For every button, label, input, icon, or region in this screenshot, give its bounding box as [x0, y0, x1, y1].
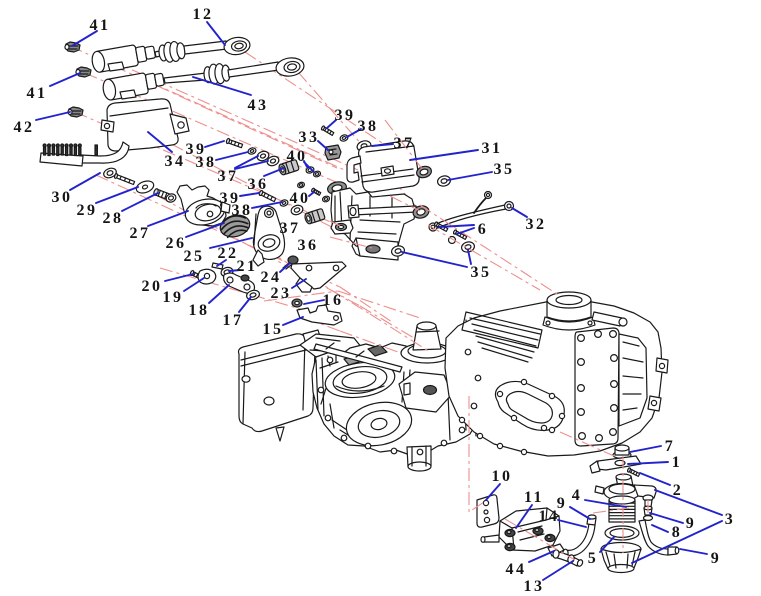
svg-text:20: 20	[142, 278, 163, 295]
svg-text:9: 9	[711, 550, 722, 567]
svg-text:4: 4	[572, 487, 583, 504]
svg-text:27: 27	[130, 225, 151, 242]
svg-text:35: 35	[471, 264, 492, 281]
svg-text:28: 28	[103, 210, 124, 227]
svg-text:38: 38	[358, 118, 379, 135]
svg-text:17: 17	[223, 312, 244, 329]
svg-text:3: 3	[725, 511, 736, 528]
svg-text:12: 12	[193, 6, 214, 23]
svg-text:41: 41	[90, 17, 111, 34]
svg-text:37: 37	[218, 168, 239, 185]
svg-text:37: 37	[280, 220, 301, 237]
svg-text:21: 21	[237, 258, 258, 275]
svg-text:38: 38	[232, 202, 253, 219]
svg-text:24: 24	[261, 269, 282, 286]
svg-text:37: 37	[394, 135, 415, 152]
svg-text:5: 5	[588, 550, 599, 567]
svg-text:29: 29	[77, 202, 98, 219]
svg-text:7: 7	[665, 438, 676, 455]
svg-text:22: 22	[218, 245, 239, 262]
svg-text:39: 39	[335, 107, 356, 124]
svg-text:43: 43	[248, 97, 269, 114]
svg-text:18: 18	[189, 302, 210, 319]
svg-text:30: 30	[52, 189, 73, 206]
svg-text:39: 39	[186, 141, 207, 158]
svg-text:36: 36	[298, 237, 319, 254]
svg-text:41: 41	[27, 85, 48, 102]
svg-text:32: 32	[526, 216, 547, 233]
svg-text:13: 13	[524, 578, 545, 595]
svg-text:40: 40	[290, 190, 311, 207]
svg-text:34: 34	[165, 153, 186, 170]
svg-text:14: 14	[539, 508, 560, 525]
svg-text:38: 38	[196, 154, 217, 171]
svg-text:19: 19	[163, 289, 184, 306]
svg-text:36: 36	[248, 176, 269, 193]
svg-text:11: 11	[524, 489, 544, 506]
svg-text:23: 23	[271, 285, 292, 302]
svg-text:42: 42	[14, 119, 35, 136]
svg-text:31: 31	[482, 140, 503, 157]
svg-text:26: 26	[166, 235, 187, 252]
svg-text:6: 6	[478, 221, 489, 238]
svg-text:44: 44	[506, 561, 527, 578]
svg-text:35: 35	[494, 161, 515, 178]
svg-text:9: 9	[557, 495, 568, 512]
svg-text:16: 16	[323, 292, 344, 309]
svg-text:39: 39	[220, 190, 241, 207]
svg-text:10: 10	[492, 468, 513, 485]
svg-text:40: 40	[287, 148, 308, 165]
svg-text:15: 15	[263, 321, 284, 338]
svg-text:1: 1	[672, 454, 683, 471]
svg-text:33: 33	[299, 129, 320, 146]
svg-text:8: 8	[672, 524, 683, 541]
svg-text:9: 9	[686, 515, 697, 532]
svg-text:25: 25	[184, 248, 205, 265]
svg-text:2: 2	[673, 482, 684, 499]
